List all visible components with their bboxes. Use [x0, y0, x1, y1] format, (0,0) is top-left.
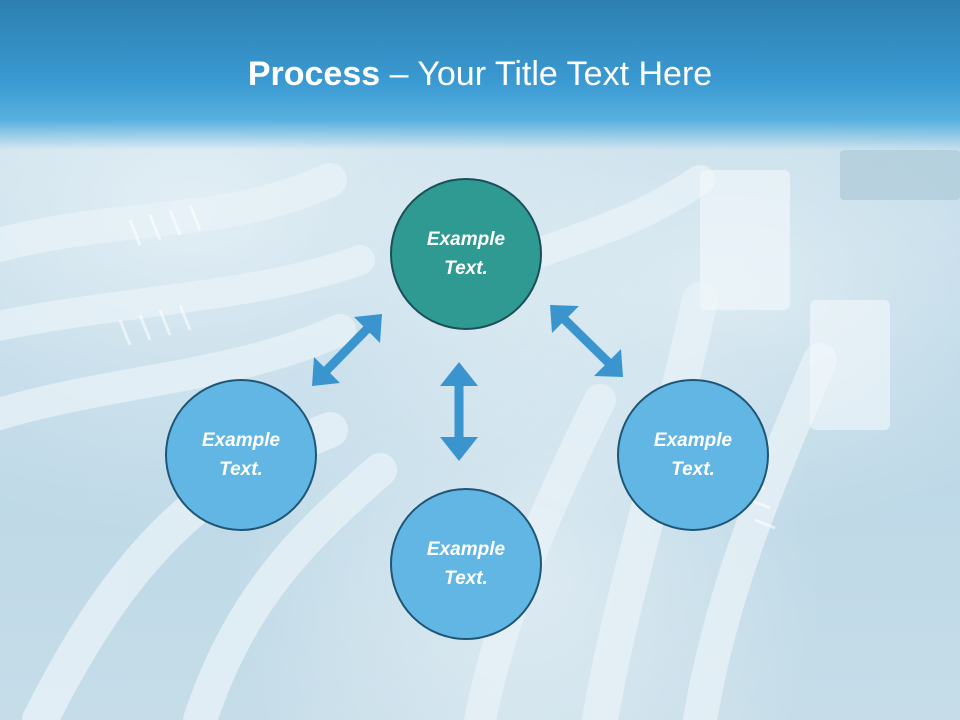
double-arrow-left-icon	[312, 314, 382, 386]
node-right-line2: Text.	[671, 459, 715, 480]
node-left-line1: Example	[201, 430, 281, 451]
process-node-right: Example Text.	[617, 379, 769, 531]
double-arrow-right-icon	[550, 305, 623, 377]
process-node-bottom: Example Text.	[390, 488, 542, 640]
node-top-line2: Text.	[444, 258, 488, 279]
node-left-line2: Text.	[219, 459, 263, 480]
title-bold-part: Process	[247, 55, 381, 93]
process-node-left: Example Text.	[165, 379, 317, 531]
process-node-top: Example Text.	[390, 178, 542, 330]
slide-title: Process – Your Title Text Here	[0, 52, 960, 96]
double-arrow-center-icon	[440, 362, 478, 461]
node-right-line1: Example	[653, 430, 733, 451]
title-bar	[0, 0, 960, 150]
node-bottom-line2: Text.	[444, 568, 488, 589]
title-rest: Your Title Text Here	[417, 55, 713, 93]
node-bottom-line1: Example	[426, 539, 506, 560]
node-top-line1: Example	[426, 229, 506, 250]
title-separator: –	[380, 55, 418, 93]
